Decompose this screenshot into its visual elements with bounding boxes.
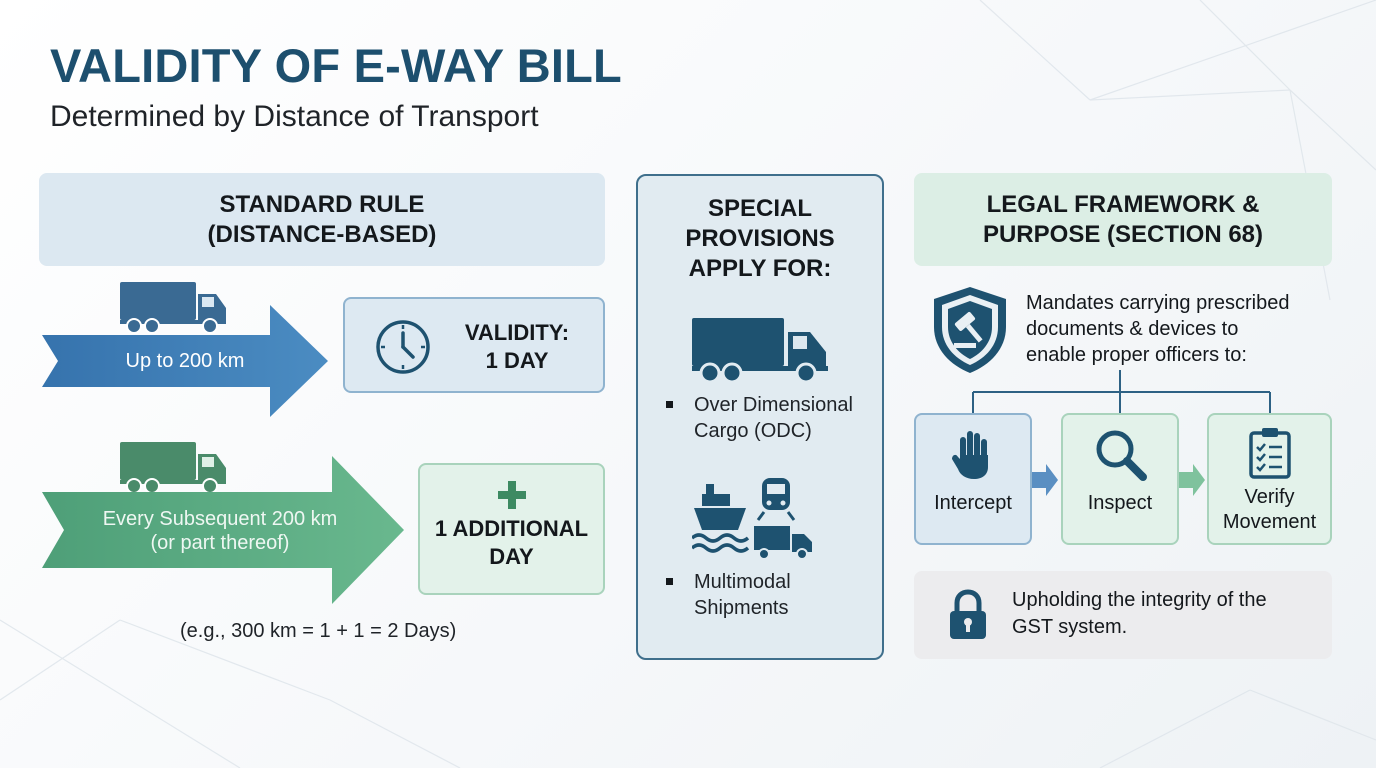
- mandates-line1: Mandates carrying prescribed: [1026, 292, 1290, 314]
- blue-truck-icon: [120, 282, 226, 334]
- special-heading-line2: PROVISIONS: [685, 225, 835, 252]
- multimodal-line2: Shipments: [694, 597, 789, 619]
- arrow-inspect-to-verify: [1179, 464, 1205, 496]
- step-intercept: Intercept: [914, 413, 1032, 545]
- validity-line1: VALIDITY:: [464, 320, 570, 345]
- multimodal-line1: Multimodal: [694, 571, 791, 593]
- integrity-line2: GST system.: [1012, 616, 1128, 638]
- bullet-odc: [666, 401, 673, 408]
- truck-icon: [692, 318, 828, 384]
- example-calculation: (e.g., 300 km = 1 + 1 = 2 Days): [180, 620, 457, 642]
- plus-icon: [498, 481, 526, 509]
- integrity-box: Upholding the integrity of the GST syste…: [914, 571, 1332, 659]
- subsequent-200km-arrow: [42, 456, 404, 604]
- special-provisions-panel: SPECIAL PROVISIONS APPLY FOR: Over Dimen…: [636, 174, 884, 660]
- lock-icon: [950, 589, 986, 639]
- bullet-multimodal: [666, 578, 673, 585]
- subsequent-label-line1: Every Subsequent 200 km: [102, 508, 338, 530]
- additional-line2: DAY: [489, 544, 534, 569]
- page-title: VALIDITY OF E-WAY BILL: [50, 39, 622, 92]
- magnifier-icon: [1096, 430, 1147, 481]
- step-verify-label-line1: Verify: [1244, 486, 1295, 508]
- subsequent-200km-label: Every Subsequent 200 km (or part thereof…: [70, 503, 370, 559]
- integrity-line1: Upholding the integrity of the: [1012, 589, 1267, 611]
- additional-line1: 1 ADDITIONAL: [434, 516, 589, 541]
- odc-line1: Over Dimensional: [694, 394, 853, 416]
- clock-icon: [376, 320, 430, 374]
- validity-1-day-box: VALIDITY: 1 DAY: [343, 297, 605, 393]
- special-item-odc: Over Dimensional Cargo (ODC): [694, 392, 853, 444]
- hand-stop-icon: [952, 431, 988, 479]
- legal-heading-line2: PURPOSE (SECTION 68): [982, 220, 1264, 248]
- mandates-line2: documents & devices to: [1026, 318, 1239, 340]
- page-subtitle: Determined by Distance of Transport: [50, 100, 539, 133]
- legal-heading-line1: LEGAL FRAMEWORK &: [986, 190, 1260, 218]
- up-to-200km-label: Up to 200 km: [125, 350, 245, 372]
- green-truck-icon: [120, 442, 226, 494]
- additional-day-box: 1 ADDITIONAL DAY: [418, 463, 605, 595]
- step-intercept-label: Intercept: [934, 492, 1012, 514]
- standard-rule-heading-line1: STANDARD RULE: [219, 190, 425, 218]
- mandates-text: Mandates carrying prescribed documents &…: [1026, 290, 1289, 368]
- special-item-multimodal: Multimodal Shipments: [694, 569, 791, 621]
- clipboard-checklist-icon: [1249, 428, 1291, 479]
- step-verify-movement: Verify Movement: [1207, 413, 1332, 545]
- step-verify-label-line2: Movement: [1222, 511, 1317, 533]
- standard-rule-header: STANDARD RULE (DISTANCE-BASED): [39, 173, 605, 266]
- legal-framework-header: LEGAL FRAMEWORK & PURPOSE (SECTION 68): [914, 173, 1332, 266]
- multimodal-transport-icon: [692, 478, 812, 560]
- validity-line2: 1 DAY: [485, 348, 549, 373]
- mandates-line3: enable proper officers to:: [1026, 344, 1247, 366]
- arrow-intercept-to-inspect: [1032, 464, 1058, 496]
- subsequent-label-line2: (or part thereof): [150, 532, 290, 554]
- special-heading-line3: APPLY FOR:: [688, 255, 832, 282]
- up-to-200km-arrow: [42, 305, 328, 417]
- special-heading-line1: SPECIAL: [707, 195, 812, 222]
- standard-rule-heading-line2: (DISTANCE-BASED): [207, 220, 437, 248]
- odc-line2: Cargo (ODC): [694, 420, 812, 442]
- step-inspect: Inspect: [1061, 413, 1179, 545]
- shield-gavel-icon: [934, 287, 1006, 373]
- step-inspect-label: Inspect: [1087, 492, 1153, 514]
